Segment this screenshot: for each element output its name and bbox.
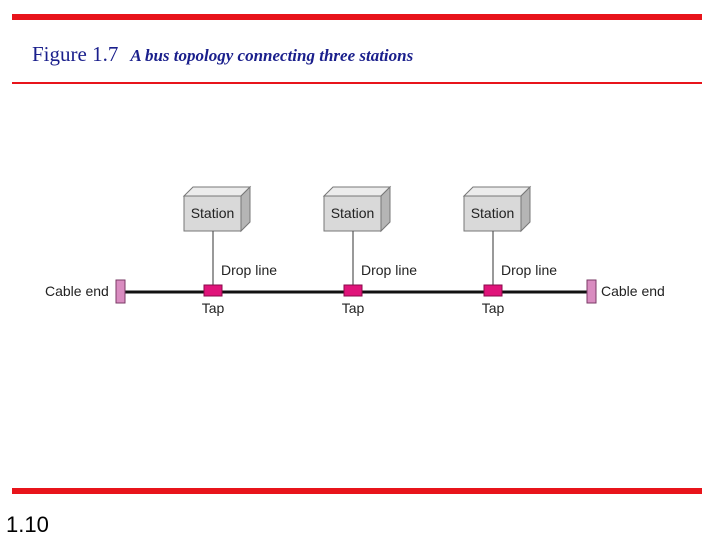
drop-line-label: Drop line	[501, 262, 557, 278]
station-face	[323, 195, 382, 232]
cable-end-right-label: Cable end	[601, 283, 665, 299]
station-label: Station	[191, 205, 235, 221]
title-underline	[12, 82, 702, 84]
tap	[483, 284, 503, 297]
station-face	[183, 195, 242, 232]
station-top	[462, 186, 532, 197]
figure-caption: A bus topology connecting three stations	[130, 46, 414, 65]
station-3: Station Drop line Tap	[462, 185, 557, 316]
top-accent-bar	[12, 14, 702, 20]
tap-label: Tap	[202, 300, 225, 316]
drop-line-label: Drop line	[221, 262, 277, 278]
page-number: 1.10	[6, 512, 49, 537]
tap-label: Tap	[482, 300, 505, 316]
figure-label: Figure 1.7	[32, 42, 119, 66]
station-top	[182, 186, 252, 197]
tap-label: Tap	[342, 300, 365, 316]
tap	[203, 284, 223, 297]
station-2: Station Drop line Tap	[322, 185, 417, 316]
drop-line-label: Drop line	[361, 262, 417, 278]
figure-title: Figure 1.7 A bus topology connecting thr…	[32, 42, 413, 67]
cable-end-right	[586, 279, 597, 304]
station-1: Station Drop line Tap	[182, 185, 277, 316]
station-face	[463, 195, 522, 232]
station-label: Station	[471, 205, 515, 221]
cable-end-left-label: Cable end	[45, 283, 109, 299]
tap	[343, 284, 363, 297]
cable-end-left	[115, 279, 126, 304]
bottom-accent-bar	[12, 488, 702, 494]
station-label: Station	[331, 205, 375, 221]
station-top	[322, 186, 392, 197]
